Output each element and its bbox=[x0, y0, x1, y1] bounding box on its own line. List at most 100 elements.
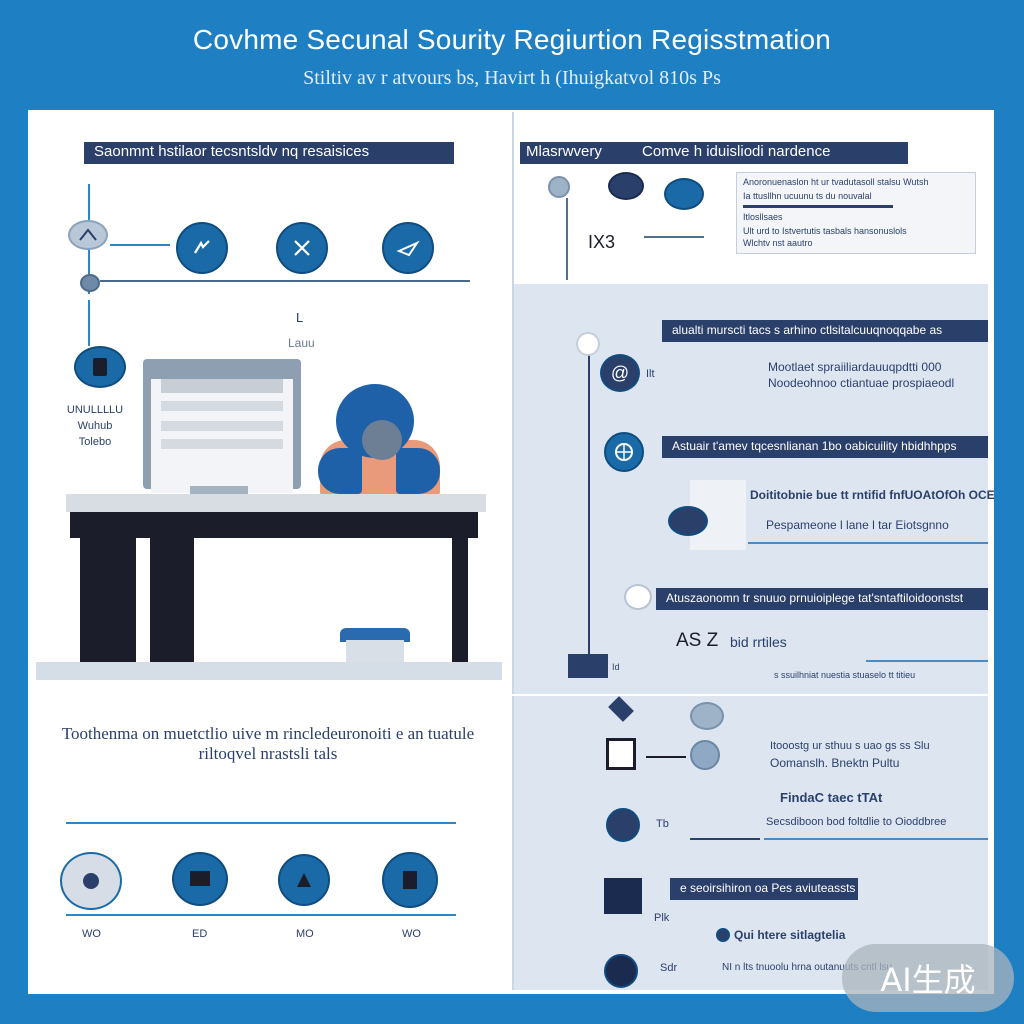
row-1-side-label: Ilt bbox=[646, 368, 655, 380]
bottom-node-icon bbox=[604, 954, 638, 988]
desk-leg-right bbox=[452, 536, 468, 664]
top-node-icon-2 bbox=[608, 172, 644, 200]
section-separator bbox=[512, 694, 988, 696]
network-line-link bbox=[110, 244, 170, 246]
top-note-card: Anoronuenaslon ht ur tvadutasoll stalsu … bbox=[736, 172, 976, 254]
left-heading-bar: Saonmnt hstilaor tecsntsldv nq resaisice… bbox=[84, 142, 454, 164]
top-node-icon-1 bbox=[548, 176, 570, 198]
final-node-icon bbox=[606, 808, 640, 842]
final-divider bbox=[764, 838, 988, 840]
right-top-bar: Mlasrwvery Comve h iduisliodi nardence bbox=[520, 142, 908, 164]
bottom-line-1: Qui htere sitlagtelia bbox=[734, 928, 846, 942]
right-column-section bbox=[512, 284, 988, 990]
final-label: FindaC taec tTAt bbox=[780, 790, 883, 805]
process-step-1-icon bbox=[60, 852, 122, 910]
person-arm-right bbox=[396, 448, 440, 494]
bottom-bar: e seoirsihiron oa Pes aviuteassts bbox=[670, 878, 858, 900]
final-line: Secsdiboon bod foltdlie to Oioddbree bbox=[766, 816, 947, 828]
row-3-line-2: bid rrtiles bbox=[730, 634, 787, 650]
tools-icon bbox=[276, 222, 328, 274]
plane-icon bbox=[382, 222, 434, 274]
timeline-line bbox=[588, 338, 590, 656]
mid-note: s ssuilhniat nuestia stuaselo tt titieu bbox=[774, 670, 916, 680]
computer-monitor bbox=[143, 359, 301, 493]
bottom-bullet-icon bbox=[716, 928, 730, 942]
top-connector-line bbox=[566, 198, 568, 280]
row-3-block-icon bbox=[568, 654, 608, 678]
pot-lid bbox=[340, 628, 410, 642]
detail-device-icon bbox=[606, 738, 636, 770]
row-2-bar: Astuair t'amev tqcesnlianan 1bo oabicuil… bbox=[662, 436, 988, 458]
row-2-globe-icon bbox=[604, 432, 644, 472]
desk-leg-left bbox=[80, 536, 136, 664]
person-hands bbox=[362, 420, 402, 460]
process-line-bottom bbox=[66, 914, 456, 916]
legend-line-3: Tolebo bbox=[78, 436, 112, 448]
final-connector bbox=[690, 838, 760, 840]
process-label-3: MO bbox=[296, 928, 314, 940]
bottom-square-icon bbox=[604, 878, 642, 914]
timeline-start-node bbox=[576, 332, 600, 356]
caption-line-2: riltoqvel nrastsli tals bbox=[198, 744, 338, 763]
pot bbox=[346, 640, 404, 664]
device-icon bbox=[74, 346, 126, 388]
top-note-line-2: Ia ttusllhn ucuunu ts du nouvalal bbox=[743, 191, 872, 201]
network-hub-icon bbox=[68, 220, 108, 250]
monitor-caption: Lauu bbox=[288, 336, 315, 350]
monitor-stand bbox=[190, 486, 248, 496]
network-line-vertical-2 bbox=[88, 300, 90, 346]
monitor-screen bbox=[151, 379, 293, 493]
desk-body bbox=[70, 512, 478, 538]
process-label-2: ED bbox=[192, 928, 208, 940]
row-3-bar: Atuszaonomn tr snuuo prnuioiplege tat'sn… bbox=[656, 588, 988, 610]
top-note-line-4: Ult urd to Istvertutis tasbals hansonusl… bbox=[743, 226, 907, 236]
detail-node-icon bbox=[690, 702, 724, 730]
network-line-horizontal bbox=[100, 280, 470, 282]
process-step-2-icon bbox=[172, 852, 228, 906]
process-label-4: WO bbox=[402, 928, 421, 940]
row-1-bar: alualti murscti tacs s arhino ctlsitalcu… bbox=[662, 320, 988, 342]
bottom-side-label: Plk bbox=[654, 912, 670, 924]
right-top-bar-right: Comve h iduisliodi nardence bbox=[642, 143, 831, 160]
row-1-icon-label: @ bbox=[610, 362, 630, 383]
top-node-icon-3 bbox=[664, 178, 704, 210]
top-note-line-1: Anoronuenaslon ht ur tvadutasoll stalsu … bbox=[743, 177, 929, 187]
row-3-divider bbox=[866, 660, 988, 662]
hands-icon bbox=[176, 222, 228, 274]
detail-line-1: Itooostg ur sthuu s uao gs ss Slu bbox=[770, 740, 930, 752]
row-2-divider bbox=[748, 542, 988, 544]
monitor-tag: L bbox=[296, 310, 304, 325]
legend-line-1: UNULLLLU bbox=[66, 404, 124, 416]
desk-leg-middle bbox=[150, 536, 194, 664]
ai-watermark: AI生成 bbox=[842, 944, 1014, 1012]
top-note-line-5: Wlchtv nst aautro bbox=[743, 238, 813, 248]
top-connector-h bbox=[644, 236, 704, 238]
ai-watermark-label: AI生成 bbox=[880, 961, 976, 999]
desk-top bbox=[66, 494, 486, 512]
process-line-top bbox=[66, 822, 456, 824]
detail-avatar-icon bbox=[690, 740, 720, 770]
row-2-node-icon bbox=[668, 506, 708, 536]
page-subtitle: Stiltiv av r atvours bs, Havirt h (Ihuig… bbox=[303, 67, 721, 89]
row-2-line-1: Doititobnie bue tt rntifid fnfUOAtOfOh O… bbox=[750, 488, 995, 502]
floor bbox=[36, 662, 502, 680]
legend-line-2: Wuhub bbox=[77, 420, 113, 432]
person-arm-left bbox=[318, 448, 362, 494]
bottom-side-label-2: Sdr bbox=[660, 962, 678, 974]
detail-connector bbox=[646, 756, 686, 758]
top-note-line-3: Itlosllsaes bbox=[743, 212, 783, 222]
process-step-3-icon bbox=[278, 854, 330, 906]
caption-line-1: Toothenma on muetctlio uive m rincledeur… bbox=[61, 724, 475, 743]
row-1-icon: @ bbox=[600, 354, 640, 392]
row-3-node-icon bbox=[624, 584, 652, 610]
process-step-4-icon bbox=[382, 852, 438, 908]
connector-node-icon bbox=[80, 274, 100, 292]
page-title: Covhme Secunal Sourity Regiurtion Regiss… bbox=[192, 24, 832, 55]
row-2-line-2: Pespameone l lane l tar Eiotsgnno bbox=[766, 518, 949, 532]
detail-line-2: Oomanslh. Bnektn Pultu bbox=[770, 756, 900, 770]
row-1-line-1: Mootlaet spraiiliardauuqpdtti 000 bbox=[768, 360, 942, 374]
right-top-bar-left: Mlasrwvery bbox=[526, 143, 602, 160]
mid-note-short: Id bbox=[612, 662, 620, 672]
final-side-label: Tb bbox=[656, 818, 669, 830]
row-3-line-1: AS Z bbox=[676, 630, 719, 651]
